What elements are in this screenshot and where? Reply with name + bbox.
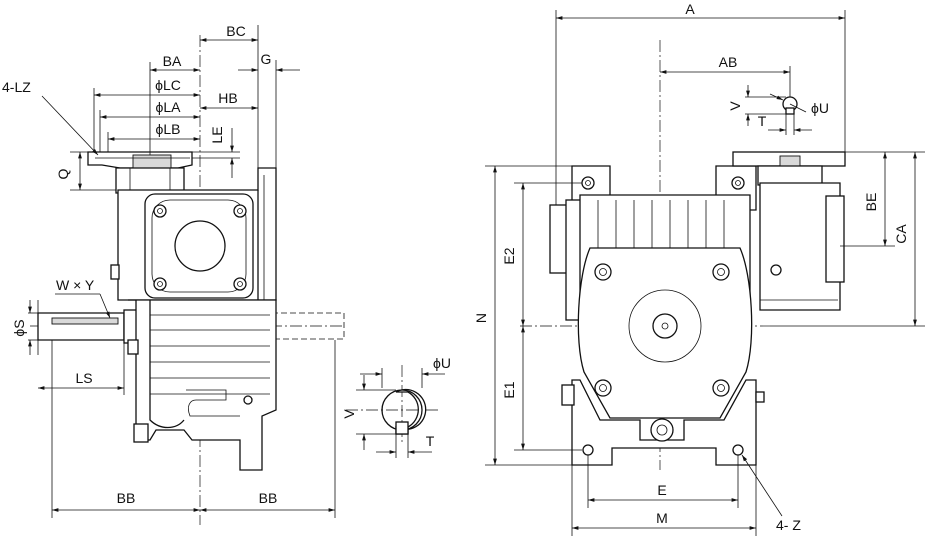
front-view-dimensions: A AB V T ϕU N E2 E1 — [473, 1, 925, 536]
label-T-top: T — [758, 113, 767, 129]
label-4-Z: 4- Z — [776, 517, 801, 533]
side-view-dimensions: BC G BA ϕLC ϕLA ϕLB HB LE 4-LZ — [2, 23, 336, 518]
label-A: A — [685, 1, 695, 17]
input-shaft — [37, 312, 125, 341]
side-view — [30, 35, 345, 525]
label-BC: BC — [226, 23, 245, 39]
label-LS: LS — [75, 370, 92, 386]
label-LC: ϕLC — [155, 77, 181, 93]
label-BE: BE — [863, 193, 879, 212]
label-WxY: W × Y — [56, 277, 95, 293]
label-AB: AB — [719, 54, 738, 70]
label-Q: Q — [55, 168, 71, 179]
label-BA: BA — [163, 53, 182, 69]
label-T-key: T — [426, 433, 435, 449]
label-E: E — [657, 482, 666, 498]
label-CA: CA — [893, 224, 909, 244]
label-G: G — [261, 51, 272, 67]
label-E1: E1 — [501, 381, 517, 398]
label-N: N — [473, 313, 489, 323]
label-4-LZ: 4-LZ — [2, 79, 31, 95]
label-BB-left: BB — [117, 490, 136, 506]
label-V-top: V — [727, 101, 743, 111]
label-S: ϕS — [11, 319, 27, 336]
label-V-key: V — [341, 409, 357, 419]
label-E2: E2 — [501, 247, 517, 264]
label-LA: ϕLA — [156, 99, 182, 115]
label-U-top: ϕU — [811, 100, 829, 116]
label-LB: ϕLB — [156, 121, 181, 137]
label-M: M — [656, 510, 668, 526]
label-HB: HB — [218, 90, 237, 106]
label-BB-right: BB — [259, 490, 278, 506]
label-LE: LE — [209, 126, 225, 143]
front-view — [520, 40, 846, 470]
label-U-key: ϕU — [433, 355, 451, 371]
shaft-key-detail: ϕU V T — [341, 355, 451, 458]
